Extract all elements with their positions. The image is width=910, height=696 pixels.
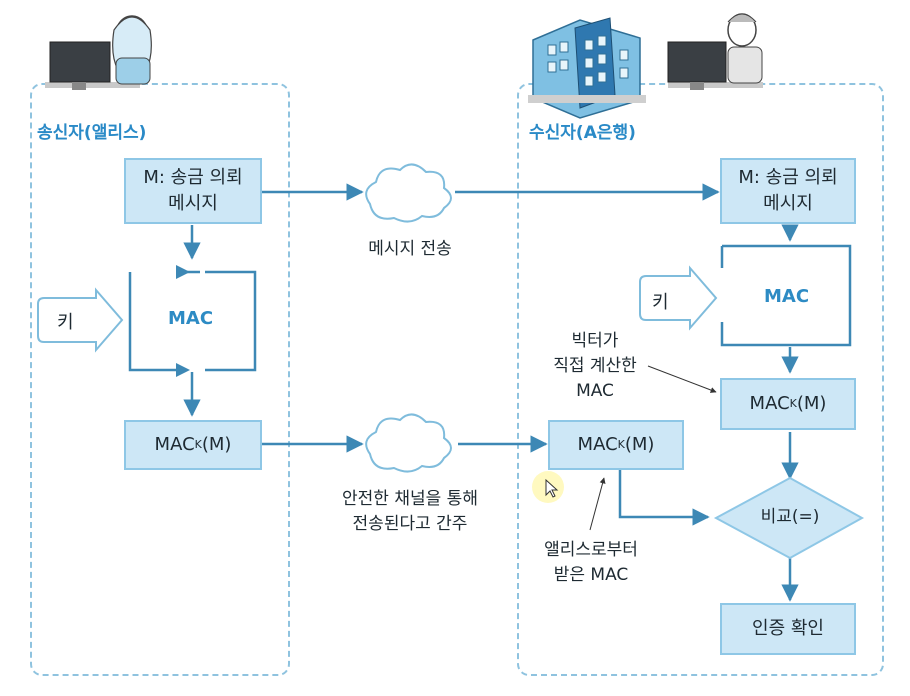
sender-title: 송신자(앨리스) <box>37 123 147 143</box>
sender-person-illustration <box>45 15 152 90</box>
auth-confirm-text: 인증 확인 <box>752 618 824 639</box>
cloud-icon <box>365 163 452 223</box>
sender-mac-suffix: (M) <box>201 434 232 455</box>
receiver-mac-sub: K <box>789 397 797 410</box>
auth-confirm-box: 인증 확인 <box>720 603 856 655</box>
victor-computed-annotation: 빅터가 직접 계산한 MAC <box>553 331 637 401</box>
receiver-title: 수신자(A은행) <box>529 123 636 143</box>
receiver-message-box: M: 송금 의뢰 메시지 <box>720 158 856 224</box>
sender-mac-prefix: MAC <box>154 434 195 455</box>
cursor-icon <box>532 471 564 503</box>
receiver-key-shape <box>639 265 718 331</box>
sender-message-text: M: 송금 의뢰 메시지 <box>143 167 243 214</box>
receiver-mac-prefix: MAC <box>749 393 790 414</box>
receiver-mac-suffix: (M) <box>796 393 827 414</box>
receiver-message-text: M: 송금 의뢰 메시지 <box>738 167 838 214</box>
sender-mac-label: MAC <box>168 308 214 329</box>
from-alice-annotation: 앨리스로부터 받은 MAC <box>544 540 638 585</box>
received-mac-sub: K <box>617 438 625 451</box>
sender-mac-sub: K <box>194 438 202 451</box>
bank-building-illustration <box>528 17 646 119</box>
receiver-key-label: 키 <box>652 292 669 313</box>
sender-key-label: 키 <box>57 312 74 333</box>
sender-key-shape <box>37 287 124 353</box>
compare-label: 비교(=) <box>760 507 820 527</box>
sender-message-box: M: 송금 의뢰 메시지 <box>124 158 262 224</box>
received-mac-prefix: MAC <box>577 434 618 455</box>
receiver-mac-label: MAC <box>764 286 810 307</box>
receiver-person-illustration <box>667 13 763 90</box>
sender-panel <box>30 83 290 676</box>
cloud-icon-secure <box>365 413 452 473</box>
secure-channel-label: 안전한 채널을 통해 전송된다고 간주 <box>342 489 478 534</box>
received-mac-suffix: (M) <box>624 434 655 455</box>
compare-diamond <box>713 476 865 560</box>
message-transfer-label: 메시지 전송 <box>368 239 452 259</box>
